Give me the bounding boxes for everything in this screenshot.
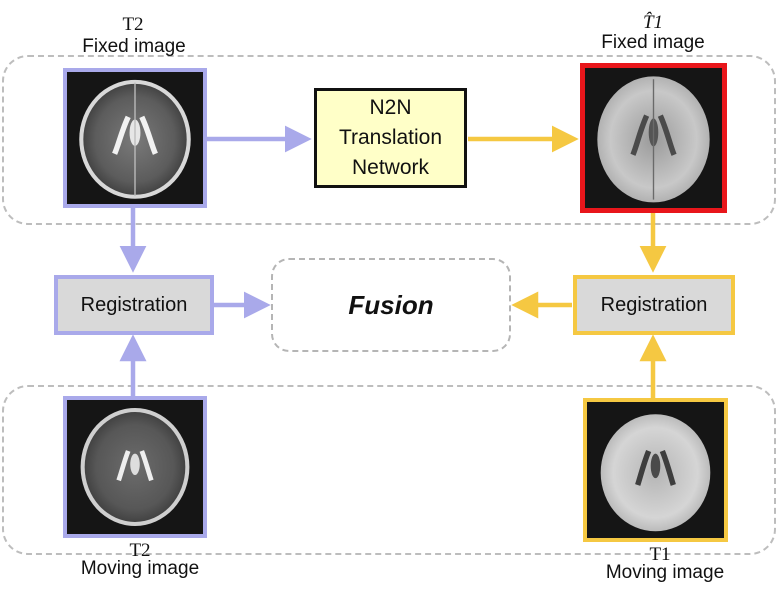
n2n-translation-network: N2N Translation Network <box>314 88 467 188</box>
n2n-label-line2: Translation <box>338 126 443 149</box>
t1hat-fixed-caption: Fixed image <box>601 32 705 53</box>
registration-left-box: Registration <box>54 275 214 335</box>
t2-fixed-image <box>63 68 207 208</box>
t2-fixed-caption: Fixed image <box>82 36 186 57</box>
t1-moving-caption: Moving image <box>605 562 725 583</box>
fusion-label: Fusion <box>348 289 434 320</box>
bottom-group-container <box>2 385 776 555</box>
top-group-container <box>2 55 776 225</box>
t1hat-fixed-image <box>580 63 727 213</box>
registration-left-label: Registration <box>80 293 188 316</box>
t1hat-fixed-title: T̂1 <box>642 12 664 33</box>
registration-right-box: Registration <box>573 275 735 335</box>
t1-moving-title: T1 <box>649 544 671 565</box>
t1-moving-image <box>583 398 728 542</box>
n2n-label-line1: N2N <box>369 96 412 119</box>
fusion-box: Fusion <box>271 258 511 352</box>
t2-fixed-title: T2 <box>122 14 144 35</box>
t2-moving-image <box>63 396 207 538</box>
t2-moving-caption: Moving image <box>80 558 200 579</box>
registration-right-label: Registration <box>600 293 708 316</box>
t2-moving-title: T2 <box>129 540 151 561</box>
n2n-label-line3: Network <box>351 156 430 179</box>
